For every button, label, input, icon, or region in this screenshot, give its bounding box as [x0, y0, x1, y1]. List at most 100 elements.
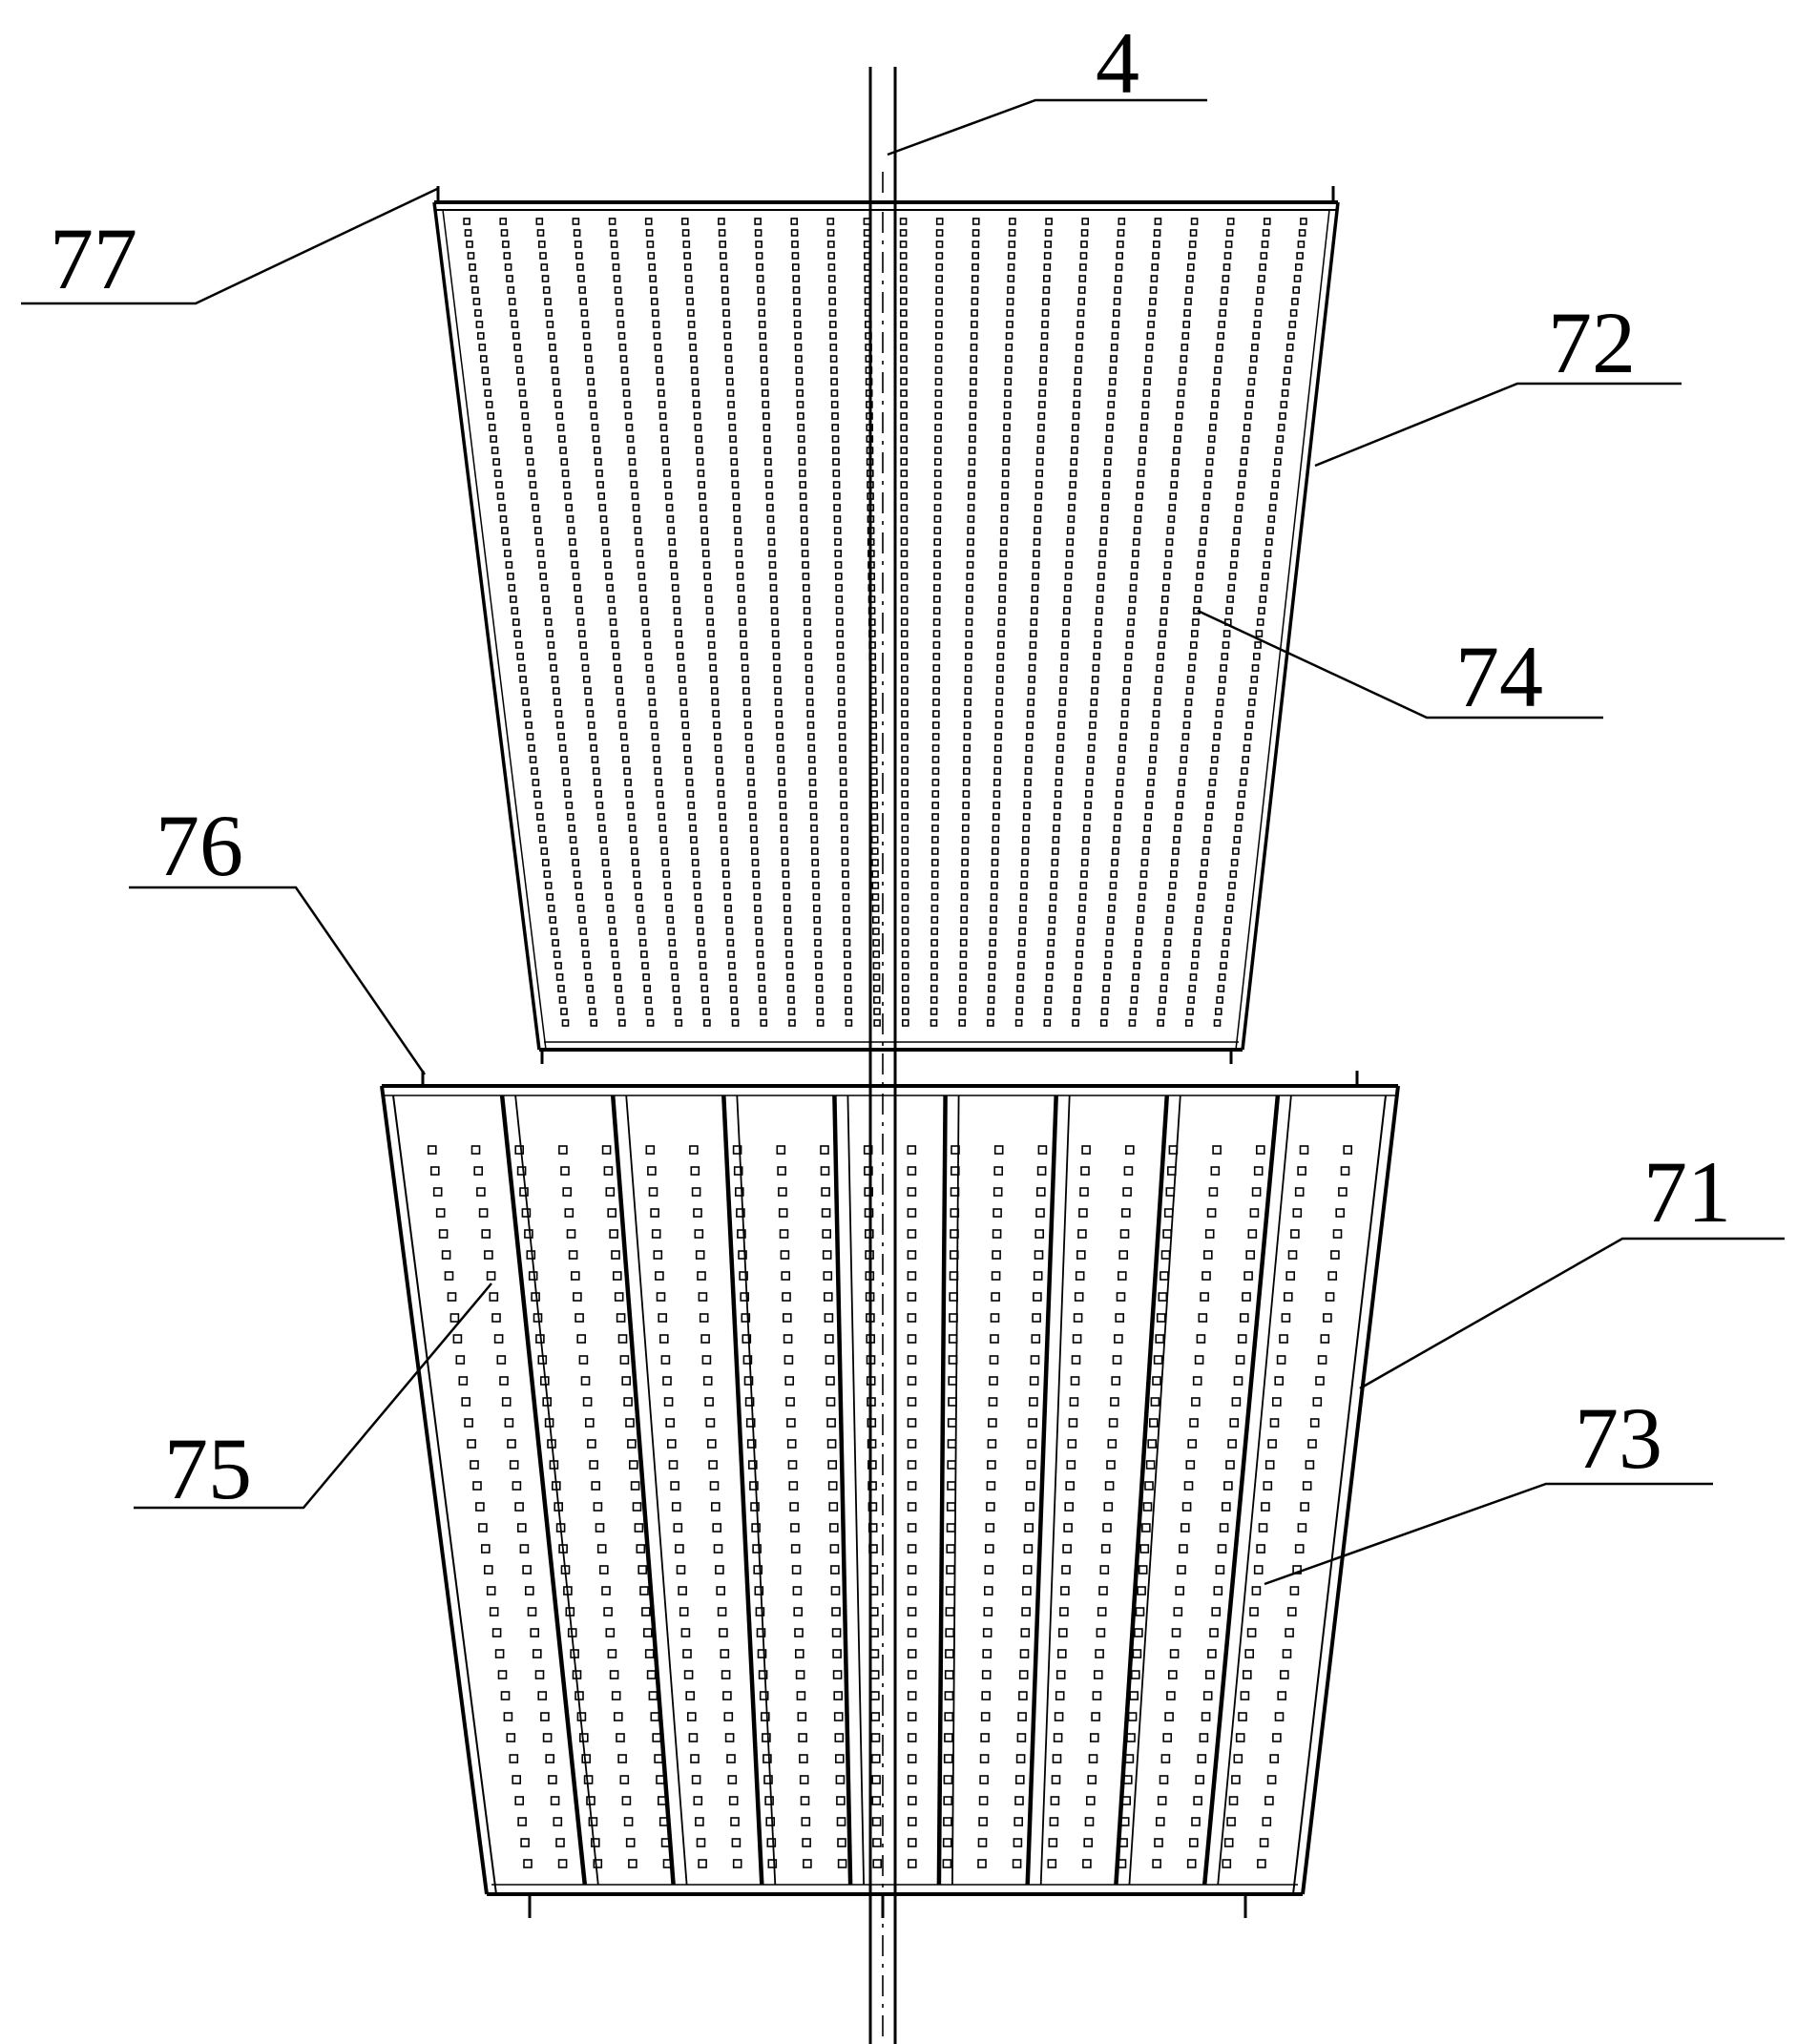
- hole: [528, 744, 535, 752]
- hole: [867, 584, 876, 592]
- hole: [829, 355, 838, 363]
- hole: [833, 1691, 844, 1700]
- hole: [900, 378, 908, 386]
- hole: [1209, 424, 1217, 431]
- hole: [1178, 378, 1186, 386]
- hole: [733, 515, 742, 523]
- hole: [630, 481, 638, 489]
- hole: [1072, 1019, 1079, 1027]
- hole: [586, 1796, 596, 1805]
- hole: [840, 813, 848, 821]
- hole: [1071, 447, 1078, 454]
- hole: [614, 664, 621, 672]
- hole: [1088, 1754, 1098, 1763]
- hole: [754, 218, 762, 225]
- hole: [1052, 1754, 1062, 1763]
- hole: [830, 401, 839, 408]
- hole: [1272, 469, 1281, 477]
- hole: [872, 939, 880, 947]
- hole: [776, 1145, 786, 1155]
- hole: [649, 710, 658, 718]
- hole: [1048, 1838, 1058, 1847]
- hole: [1201, 847, 1210, 855]
- hole: [793, 309, 802, 317]
- hole: [1174, 824, 1181, 832]
- hole: [632, 1502, 642, 1512]
- hole: [700, 1334, 710, 1344]
- hole: [499, 218, 508, 225]
- hole: [761, 389, 769, 397]
- hole: [1098, 1586, 1108, 1596]
- hole: [965, 618, 973, 626]
- hole: [774, 687, 782, 695]
- hole: [496, 1355, 507, 1365]
- hole: [932, 699, 940, 706]
- hole: [829, 1544, 840, 1554]
- hole: [934, 447, 942, 454]
- hole: [740, 641, 748, 649]
- hole: [803, 595, 811, 603]
- hole: [942, 1859, 952, 1868]
- hole: [438, 1229, 449, 1239]
- hole: [1031, 1334, 1041, 1344]
- hole: [1325, 1292, 1335, 1302]
- hole: [832, 1649, 842, 1658]
- hole: [759, 1691, 769, 1700]
- hole-row: [470, 1145, 568, 1868]
- hole: [1058, 699, 1067, 706]
- hole: [907, 1418, 917, 1428]
- hole: [714, 744, 722, 752]
- hole: [715, 1565, 724, 1575]
- hole: [1030, 618, 1038, 626]
- hole: [825, 1334, 834, 1344]
- hole: [1208, 779, 1217, 786]
- hole: [805, 676, 813, 683]
- hole: [721, 859, 729, 866]
- hole: [1132, 1649, 1142, 1658]
- rib-line: [1025, 1095, 1058, 1886]
- hole: [1141, 1523, 1151, 1533]
- hole: [833, 504, 841, 511]
- hole: [751, 1523, 761, 1533]
- hole: [593, 447, 601, 454]
- hole: [867, 481, 874, 489]
- hole: [993, 779, 1001, 786]
- hole: [997, 618, 1006, 626]
- hole: [866, 424, 874, 431]
- hole: [545, 309, 554, 317]
- hole: [532, 504, 539, 511]
- hole: [586, 710, 595, 718]
- hole: [828, 298, 837, 305]
- hole: [569, 836, 577, 844]
- hole: [758, 309, 766, 317]
- hole: [1109, 366, 1118, 374]
- hole: [813, 928, 822, 935]
- hole: [1147, 779, 1155, 786]
- hole: [777, 756, 785, 763]
- hole: [679, 699, 688, 706]
- hole: [680, 218, 689, 225]
- hole: [554, 401, 562, 408]
- hole: [1163, 561, 1172, 569]
- hole: [544, 882, 553, 889]
- hole: [930, 996, 938, 1004]
- hole: [961, 836, 970, 844]
- hole: [679, 1607, 689, 1616]
- hole: [1219, 1523, 1229, 1533]
- lower-basket-hole-rows: [427, 1145, 1352, 1868]
- hole: [1055, 767, 1063, 775]
- hole: [836, 618, 844, 626]
- hole: [1015, 1775, 1025, 1784]
- hole: [1285, 344, 1294, 351]
- hole: [834, 550, 843, 557]
- hole: [947, 1418, 957, 1428]
- hole: [569, 538, 576, 546]
- hole: [994, 744, 1002, 752]
- hole: [1149, 298, 1157, 305]
- hole: [777, 767, 785, 775]
- hole: [1213, 378, 1221, 386]
- hole: [961, 859, 969, 866]
- hole: [675, 1019, 683, 1027]
- hole: [1209, 767, 1218, 775]
- hole: [966, 595, 973, 603]
